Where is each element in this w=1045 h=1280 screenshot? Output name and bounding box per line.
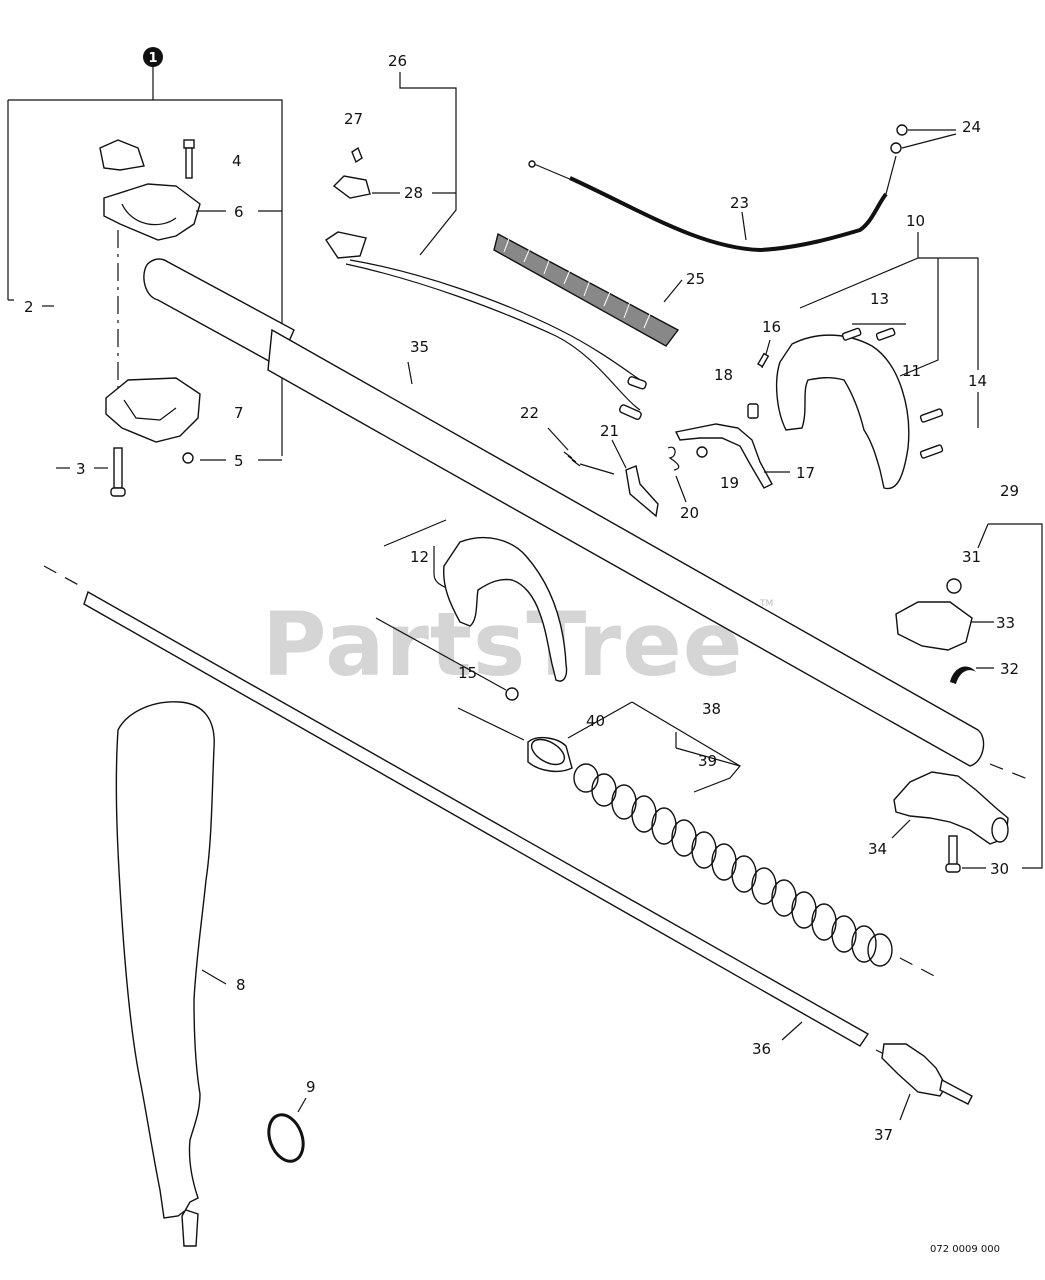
watermark-trademark: TM [759, 599, 773, 609]
callout-33: 33 [996, 614, 1015, 632]
callout-19: 19 [720, 474, 739, 492]
callout-26: 26 [388, 52, 407, 70]
callout-12: 12 [410, 548, 429, 566]
nut-part-24a [896, 124, 908, 136]
callout-21: 21 [600, 422, 619, 440]
callout-27: 27 [344, 110, 363, 128]
callout-22: 22 [520, 404, 539, 422]
clip-part-27 [351, 146, 363, 164]
drive-shaft-part [83, 590, 869, 1047]
drawing-code: 072 0009 000 [930, 1244, 1000, 1255]
callout-31: 31 [962, 548, 981, 566]
clip-part-32 [950, 666, 976, 684]
clamp-upper-part [103, 183, 201, 241]
main-tube-part [267, 328, 985, 767]
callout-13: 13 [870, 290, 889, 308]
bolt-part-30 [945, 835, 961, 873]
bolt-part-3 [110, 447, 126, 497]
callout-7: 7 [234, 404, 244, 422]
callout-39: 39 [698, 752, 717, 770]
nut-part-5 [182, 452, 194, 464]
callout-17: 17 [796, 464, 815, 482]
callout-36: 36 [752, 1040, 771, 1058]
coupling-part-37 [881, 1043, 973, 1105]
callout-32: 32 [1000, 660, 1019, 678]
plate-part-28 [332, 175, 371, 199]
callout-14: 14 [968, 372, 987, 390]
callout-16: 16 [762, 318, 781, 336]
callout-18: 18 [714, 366, 733, 384]
lever-part-21 [625, 465, 659, 518]
callout-9: 9 [306, 1078, 316, 1096]
callout-5: 5 [234, 452, 244, 470]
callout-20: 20 [680, 504, 699, 522]
callout-15: 15 [458, 664, 477, 682]
group-marker-1: 1 [143, 47, 163, 67]
handle-half-part-12 [443, 536, 568, 682]
throttle-trigger-part [674, 423, 773, 489]
callout-40: 40 [586, 712, 605, 730]
clamp-part-34 [893, 771, 1009, 845]
watermark: PartsTree [262, 593, 743, 696]
ring-part-9 [267, 1113, 305, 1163]
nut-part-24b [890, 142, 902, 154]
handle-half-part-11 [775, 334, 910, 490]
callout-10: 10 [906, 212, 925, 230]
svg-text:1: 1 [148, 51, 157, 66]
callout-28: 28 [404, 184, 423, 202]
spring-part-39 [573, 763, 893, 967]
cable-part [325, 231, 367, 259]
callout-35: 35 [410, 338, 429, 356]
callout-29: 29 [1000, 482, 1019, 500]
callout-3: 3 [76, 460, 86, 478]
nut-part-31 [946, 578, 962, 594]
clamp-part-33 [895, 601, 973, 651]
bag-part-8 [115, 701, 215, 1247]
callout-6: 6 [234, 203, 244, 221]
callout-11: 11 [902, 362, 921, 380]
callout-24: 24 [962, 118, 981, 136]
callout-30: 30 [990, 860, 1009, 878]
clamp-lower-part [105, 377, 201, 443]
throttle-cable-part [569, 176, 888, 253]
callout-25: 25 [686, 270, 705, 288]
clip-part [99, 139, 145, 171]
callout-23: 23 [730, 194, 749, 212]
callout-34: 34 [868, 840, 887, 858]
callout-4: 4 [232, 152, 242, 170]
callout-37: 37 [874, 1126, 893, 1144]
callout-2: 2 [24, 298, 34, 316]
callout-38: 38 [702, 700, 721, 718]
bolt-part-4 [183, 139, 195, 179]
callout-8: 8 [236, 976, 246, 994]
